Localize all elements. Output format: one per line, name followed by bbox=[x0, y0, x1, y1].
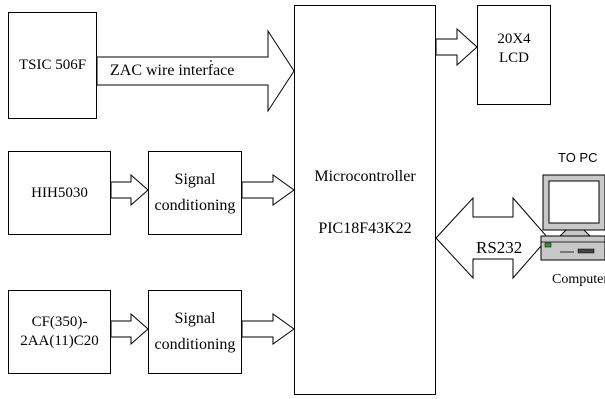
cf-to-signal-arrow bbox=[110, 312, 149, 346]
cf-label-line1: CF(350)- bbox=[31, 314, 88, 331]
signal1-label-line1: Signal bbox=[174, 171, 216, 188]
mcu-label-line2: PIC18F43K22 bbox=[318, 220, 412, 237]
cf-sensor-block: CF(350)- 2AA(11)C20 bbox=[8, 290, 111, 374]
tsic-sensor-block: TSIC 506F bbox=[8, 12, 97, 119]
signal2-to-mcu-arrow bbox=[241, 313, 295, 345]
signal2-label-line2: conditioning bbox=[154, 336, 236, 353]
lcd-label-line2: LCD bbox=[499, 49, 529, 66]
cf-label-line2: 2AA(11)C20 bbox=[20, 333, 99, 349]
mcu-label-line1: Microcontroller bbox=[314, 168, 416, 185]
signal1-to-mcu-arrow bbox=[241, 174, 295, 206]
lcd-block: 20X4 LCD bbox=[477, 5, 551, 105]
hih-label: HIH5030 bbox=[31, 184, 88, 201]
to-pc-label: TO PC bbox=[558, 150, 598, 165]
mcu-to-lcd-arrow bbox=[435, 27, 478, 67]
signal2-label-line1: Signal bbox=[174, 310, 216, 327]
computer-label: Computer bbox=[552, 272, 605, 287]
hih-sensor-block: HIH5030 bbox=[8, 151, 111, 235]
lcd-label-line1: 20X4 bbox=[497, 31, 531, 47]
signal1-label-line2: conditioning bbox=[154, 197, 236, 214]
hih-to-signal-arrow bbox=[110, 173, 149, 207]
rs232-label: RS232 bbox=[476, 238, 523, 257]
signal-conditioning-block-1: Signal conditioning bbox=[148, 151, 242, 235]
signal-conditioning-block-2: Signal conditioning bbox=[148, 290, 242, 374]
tsic-label: TSIC 506F bbox=[18, 57, 87, 74]
computer-icon bbox=[540, 174, 605, 261]
microcontroller-block: Microcontroller PIC18F43K22 bbox=[294, 5, 436, 395]
zac-interface-label: ZAC wire interface bbox=[109, 62, 236, 80]
